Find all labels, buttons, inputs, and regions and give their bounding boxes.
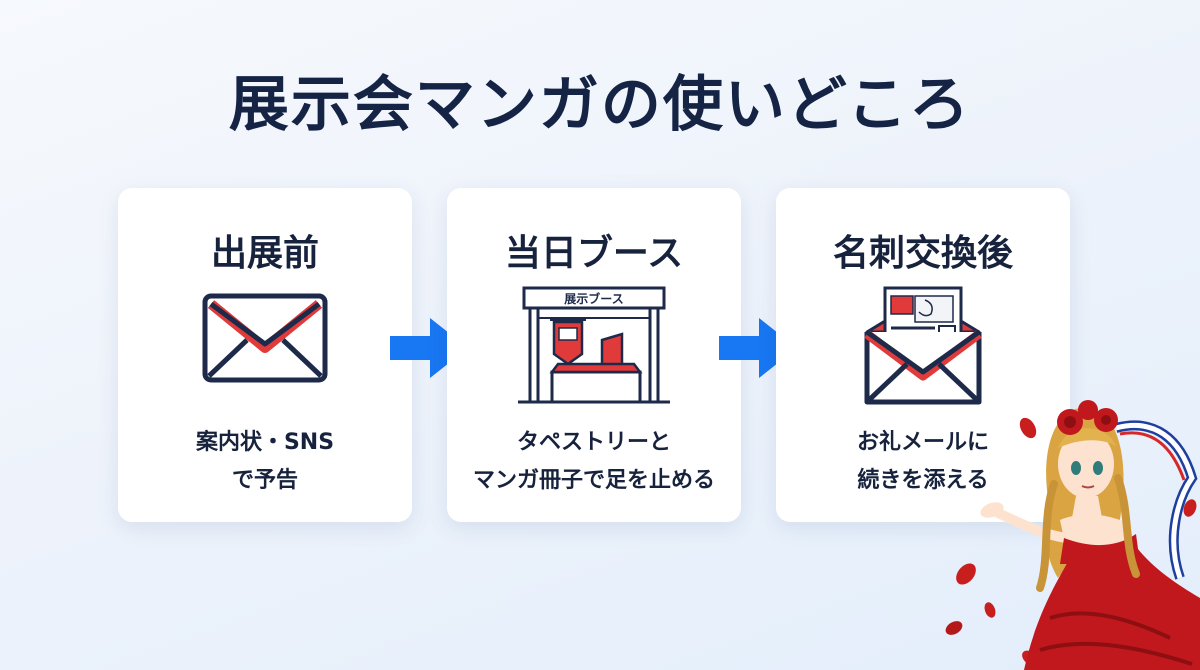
booth-sign-text: 展示ブース [564,291,623,306]
step-description: 案内状・SNS で予告 [118,424,412,500]
step-heading: 出展前 [210,233,319,274]
step-description-line: 続きを添える [857,468,989,493]
step-description-line: マンガ冊子で足を止める [472,468,715,493]
step-description: お礼メールに 続きを添える [776,424,1070,500]
envelope-icon [202,293,328,383]
step-card-before-exhibit: 出展前 案内状・SNS で予告 [118,188,412,522]
step-card-after-card-exchange: 名刺交換後 お礼メールに 続きを添える [776,188,1070,522]
manga-character-illustration [945,400,1200,670]
step-heading: 名刺交換後 [832,233,1013,274]
open-envelope-letter-icon [864,286,982,405]
step-card-booth-day: 当日ブース 展示ブース タペストリーと マンガ冊子で足を止める [447,188,741,522]
page-title: 展示会マンガの使いどころ [228,70,972,140]
step-description-line: タペストリーと [516,430,671,455]
step-description-line: 案内状・SNS [195,430,335,455]
step-description-line: で予告 [231,468,298,493]
step-heading: 当日ブース [504,233,684,274]
step-description: タペストリーと マンガ冊子で足を止める [447,424,741,500]
step-description-line: お礼メールに [856,430,989,455]
exhibition-booth-icon: 展示ブース [518,286,670,404]
